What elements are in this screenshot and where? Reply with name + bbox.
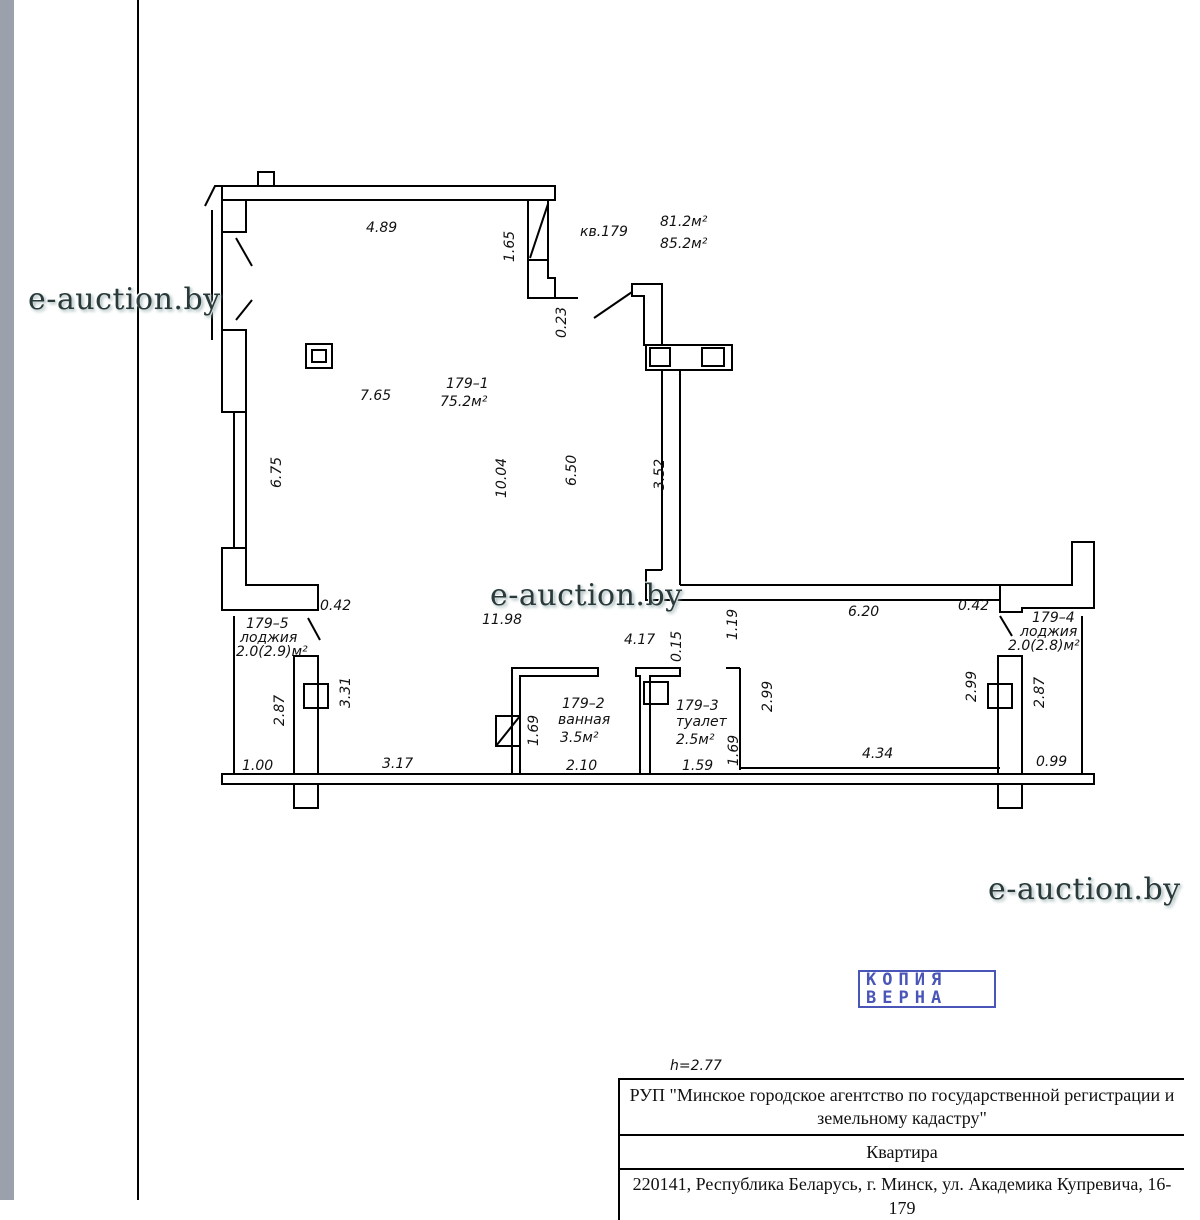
toilet-shaft xyxy=(643,681,669,705)
niche-column xyxy=(527,199,549,261)
top-wall-cap xyxy=(204,185,222,207)
top-chimney xyxy=(257,171,275,187)
area-living: 81.2м² xyxy=(660,214,708,230)
dimension-labels: 4.89 1.65 0.23 кв.179 81.2м² 85.2м² 7.65… xyxy=(242,214,1067,774)
room-5-code: 179–5 xyxy=(246,616,289,632)
dim-right-height: 3.52 xyxy=(652,459,668,490)
dim-pier-left: 0.42 xyxy=(320,598,351,614)
left-pier xyxy=(221,329,247,413)
dim-loggia-left-depth: 3.31 xyxy=(338,677,354,708)
dim-bath-height: 1.69 xyxy=(526,715,542,746)
watermark: e-auction.by xyxy=(988,872,1181,907)
area-total: 85.2м² xyxy=(660,236,708,252)
right-wall-corner xyxy=(645,569,680,601)
room-1-area: 75.2м² xyxy=(440,394,488,410)
dim-corridor-width: 4.17 xyxy=(624,632,655,648)
room-5-name: лоджия xyxy=(239,630,297,646)
apartment-number: кв.179 xyxy=(580,224,628,240)
dim-center-height: 10.04 xyxy=(494,458,510,498)
dim-right-wing-width: 6.20 xyxy=(848,604,879,620)
door-swing-1 xyxy=(235,237,253,267)
dim-bottom-seg-1: 3.17 xyxy=(382,756,413,772)
room-3-name: туалет xyxy=(676,714,728,730)
shaft-1 xyxy=(649,347,671,367)
binding-strip xyxy=(0,0,14,1200)
dim-left-height: 6.75 xyxy=(269,457,285,488)
left-loggia-door xyxy=(307,617,321,641)
object-address: 220141, Республика Беларусь, г. Минск, у… xyxy=(632,1174,1172,1218)
watermark: e-auction.by xyxy=(28,282,221,317)
dim-toilet-height: 1.69 xyxy=(726,735,742,766)
dim-bottom-seg-bath: 2.10 xyxy=(566,758,597,774)
top-wall xyxy=(221,185,556,201)
right-door-swing xyxy=(999,615,1013,637)
room-4-name: лоджия xyxy=(1019,624,1077,640)
niche-wall xyxy=(527,200,556,299)
dim-bottom-seg-toilet: 1.59 xyxy=(682,758,713,774)
dim-niche-height: 1.65 xyxy=(502,231,518,262)
room-2-area: 3.5м² xyxy=(560,730,599,746)
bath-shaft xyxy=(495,715,521,747)
room-4-code: 179–4 xyxy=(1032,610,1075,626)
organization-name: РУП "Минское городское агентство по госу… xyxy=(620,1080,1184,1136)
room-4-area: 2.0(2.8)м² xyxy=(1008,638,1080,654)
room-3-area: 2.5м² xyxy=(676,732,715,748)
dim-top-width: 4.89 xyxy=(366,220,397,236)
room-labels: 179–1 75.2м² 179–5 лоджия 2.0(2.9)м² 179… xyxy=(236,376,1080,748)
dim-right-room-height: 2.99 xyxy=(760,681,776,712)
shaft-block xyxy=(645,344,733,371)
dim-loggia-left-height: 2.87 xyxy=(272,695,288,726)
dim-loggia-right-height: 2.87 xyxy=(1032,677,1048,708)
room-1-code: 179–1 xyxy=(446,376,489,392)
room-3-code: 179–3 xyxy=(676,698,719,714)
shaft-2 xyxy=(701,347,725,367)
watermark: e-auction.by xyxy=(490,578,683,613)
stamp-line-2: ВЕРНА xyxy=(866,988,948,1008)
dim-main-width: 7.65 xyxy=(360,388,391,404)
left-loggia-shaft xyxy=(303,683,329,709)
dim-bottom-loggia-left: 1.00 xyxy=(242,758,273,774)
room-2-name: ванная xyxy=(558,712,610,728)
right-loggia-shaft xyxy=(987,683,1013,709)
ventilation-shaft-inner xyxy=(311,349,327,363)
bottom-wall xyxy=(221,773,1095,785)
copy-certified-stamp: КОПИЯ ВЕРНА xyxy=(858,970,996,1008)
niche-diagonal xyxy=(529,203,549,259)
room-5-area: 2.0(2.9)м² xyxy=(236,644,308,660)
dim-pier-right: 0.42 xyxy=(958,598,989,614)
lower-left-wall xyxy=(221,547,319,611)
left-loggia-column xyxy=(293,655,319,809)
dim-bottom-seg-right: 4.34 xyxy=(862,746,893,762)
stamp-line-1: КОПИЯ xyxy=(866,970,948,990)
dim-right-offset: 1.19 xyxy=(725,609,741,640)
left-column-top xyxy=(221,199,247,233)
object-type: Квартира xyxy=(620,1136,1184,1170)
toilet-wall xyxy=(635,667,681,775)
bath-shaft-diagonal xyxy=(495,715,521,747)
entry-wall xyxy=(631,283,663,346)
right-end-wall xyxy=(999,541,1095,613)
door-swing-2 xyxy=(235,299,253,321)
dim-center-height-2: 6.50 xyxy=(564,455,580,486)
ceiling-height: h=2.77 xyxy=(670,1058,722,1074)
entry-door-swing xyxy=(593,291,633,319)
title-block: РУП "Минское городское агентство по госу… xyxy=(618,1078,1184,1220)
dim-right-room-height-2: 2.99 xyxy=(964,671,980,702)
dim-niche-step: 0.23 xyxy=(554,307,570,338)
room-2-code: 179–2 xyxy=(562,696,605,712)
right-loggia-column xyxy=(997,655,1023,809)
dim-post-depth: 0.15 xyxy=(669,631,685,662)
dim-bottom-loggia-right: 0.99 xyxy=(1036,754,1067,770)
ventilation-shaft xyxy=(305,343,333,369)
dim-main-length: 11.98 xyxy=(482,612,522,628)
floor-plan xyxy=(204,171,1095,809)
